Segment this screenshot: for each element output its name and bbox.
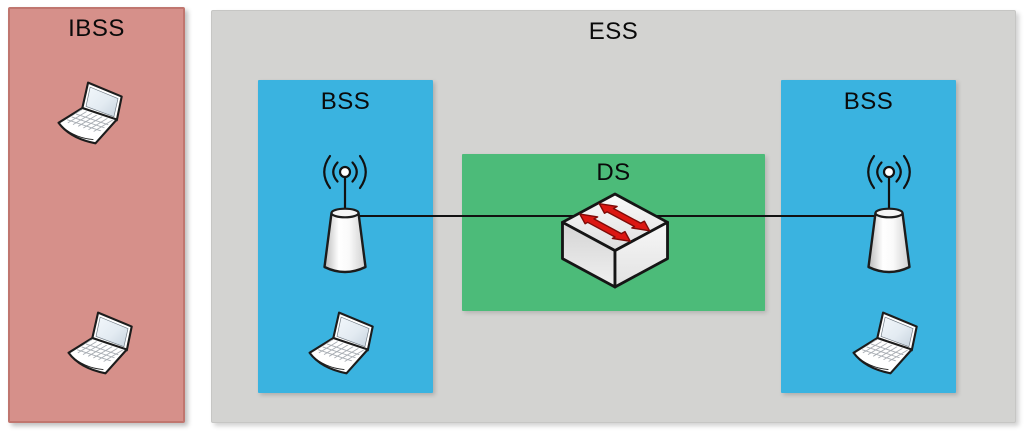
bss-left-label: BSS [320, 88, 371, 115]
access-point-antenna-icon [313, 150, 377, 276]
laptop-icon [303, 306, 385, 384]
access-point-antenna-icon [857, 150, 921, 276]
laptop-icon [62, 306, 144, 384]
laptop-icon [52, 76, 134, 154]
bss-right-label: BSS [843, 88, 894, 115]
ds-label: DS [596, 159, 631, 186]
ethernet-switch-icon [558, 191, 672, 292]
bss-right-region: BSS [781, 80, 956, 393]
ess-label: ESS [588, 18, 639, 45]
laptop-icon [847, 306, 929, 384]
ibss-label: IBSS [68, 15, 125, 42]
